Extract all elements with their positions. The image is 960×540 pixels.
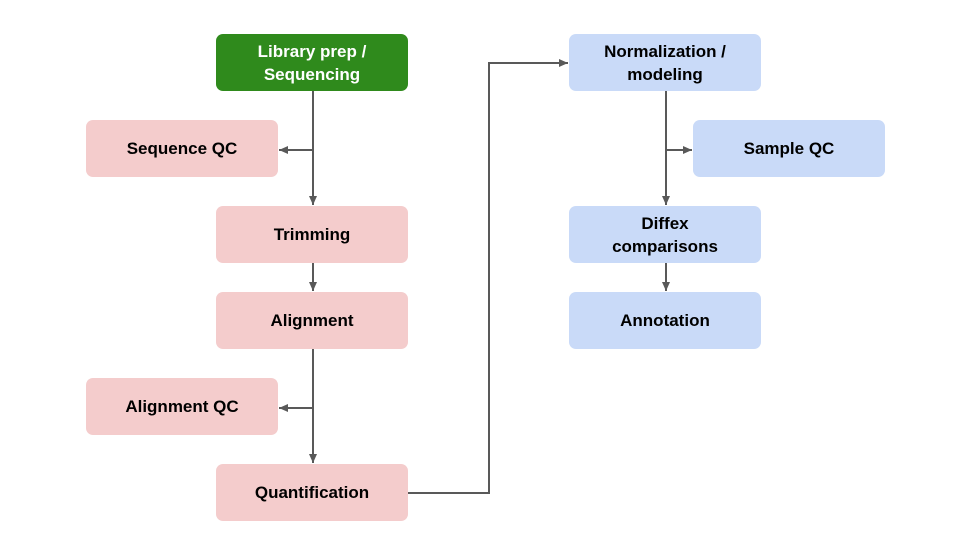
node-quantification: Quantification bbox=[216, 464, 408, 521]
node-diffex: Diffex comparisons bbox=[569, 206, 761, 263]
node-trimming: Trimming bbox=[216, 206, 408, 263]
node-sequence-qc: Sequence QC bbox=[86, 120, 278, 177]
node-sample-qc: Sample QC bbox=[693, 120, 885, 177]
node-alignment-qc: Alignment QC bbox=[86, 378, 278, 435]
node-alignment: Alignment bbox=[216, 292, 408, 349]
node-library-prep: Library prep / Sequencing bbox=[216, 34, 408, 91]
node-normalization: Normalization / modeling bbox=[569, 34, 761, 91]
node-annotation: Annotation bbox=[569, 292, 761, 349]
edge-quantification-to-normalization bbox=[408, 59, 568, 494]
